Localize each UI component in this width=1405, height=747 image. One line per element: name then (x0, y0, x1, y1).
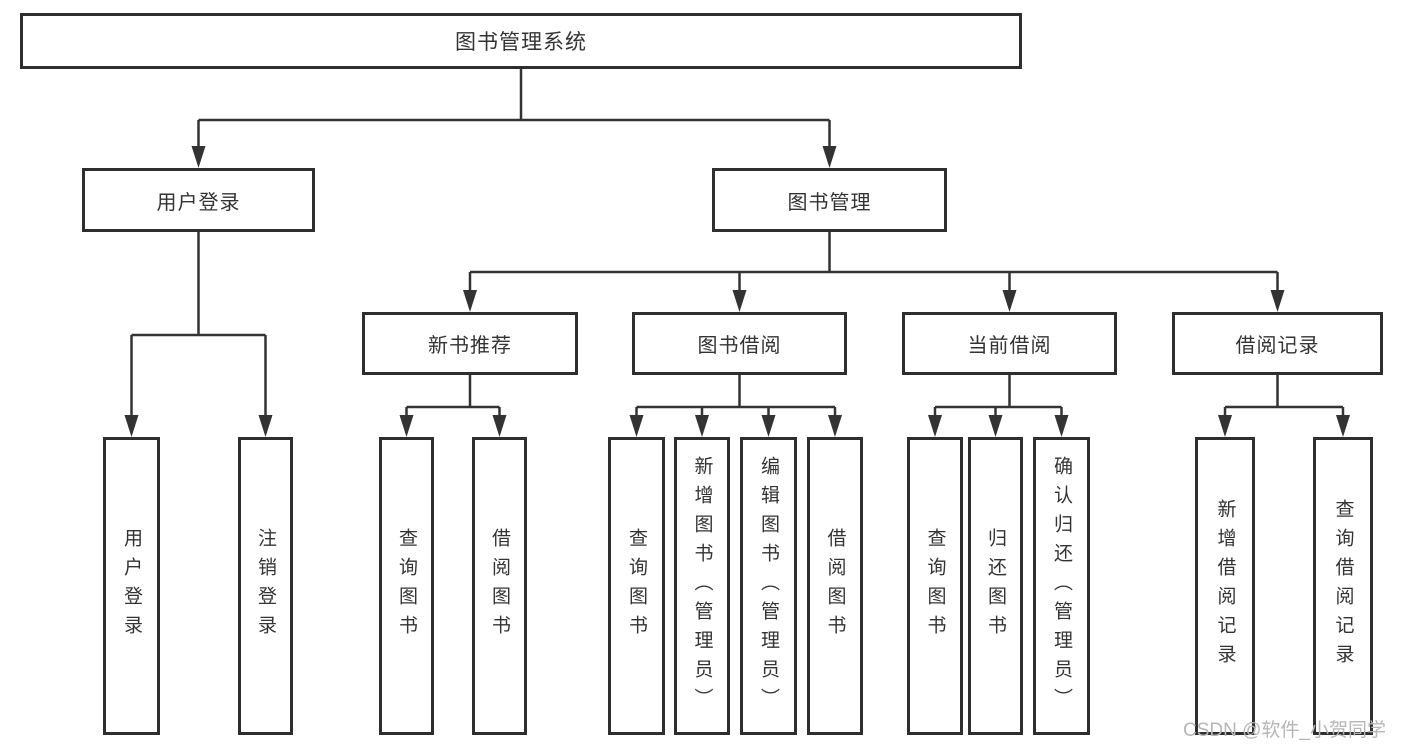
leaf-logout: 注销登录 (238, 437, 293, 735)
leaf-return-books: 归还图书 (968, 437, 1023, 735)
node-user-login: 用户登录 (82, 168, 315, 232)
leaf-label: 借阅图书 (824, 528, 846, 644)
leaf-borrow-books-recommend: 借阅图书 (472, 437, 527, 735)
leaf-label: 查询借阅记录 (1332, 499, 1354, 673)
node-book-borrow: 图书借阅 (632, 312, 847, 375)
leaf-add-borrow-record: 新增借阅记录 (1195, 437, 1255, 735)
leaf-label: 编辑图书（管理员） (758, 455, 779, 717)
leaf-label: 新增借阅记录 (1214, 499, 1236, 673)
node-label: 新书推荐 (428, 335, 512, 357)
node-new-book-recommend: 新书推荐 (362, 312, 578, 375)
leaf-label: 注销登录 (255, 528, 276, 644)
leaf-label: 确认归还（管理员） (1051, 455, 1072, 717)
node-current-borrow: 当前借阅 (902, 312, 1117, 375)
leaf-label: 用户登录 (121, 528, 142, 644)
node-label: 图书管理 (787, 191, 872, 214)
leaf-label: 新增图书（管理员） (691, 455, 713, 717)
leaf-label: 查询图书 (626, 528, 647, 644)
leaf-confirm-return-admin: 确认归还（管理员） (1033, 437, 1090, 735)
leaf-query-books-recommend: 查询图书 (379, 437, 434, 735)
node-label: 当前借阅 (967, 335, 1052, 357)
node-label: 用户登录 (156, 191, 241, 214)
node-label: 借阅记录 (1235, 335, 1320, 357)
leaf-label: 借阅图书 (489, 528, 510, 644)
node-book-management: 图书管理 (712, 168, 947, 232)
leaf-query-books-borrow: 查询图书 (608, 437, 665, 735)
leaf-user-login: 用户登录 (103, 437, 160, 735)
leaf-edit-books-admin: 编辑图书（管理员） (740, 437, 797, 735)
leaf-label: 归还图书 (985, 528, 1006, 644)
csdn-watermark: CSDN @软件_小贺同学 (1183, 720, 1386, 741)
leaf-label: 查询图书 (396, 528, 417, 644)
leaf-query-books-current: 查询图书 (907, 437, 963, 735)
leaf-add-books-admin: 新增图书（管理员） (674, 437, 730, 735)
node-label: 图书借阅 (697, 335, 782, 357)
node-library-management-system: 图书管理系统 (20, 13, 1022, 69)
leaf-label: 查询图书 (924, 528, 946, 644)
node-borrow-records: 借阅记录 (1172, 312, 1383, 375)
node-label: 图书管理系统 (455, 31, 587, 54)
leaf-query-borrow-record: 查询借阅记录 (1313, 437, 1373, 735)
leaf-borrow-books: 借阅图书 (807, 437, 863, 735)
